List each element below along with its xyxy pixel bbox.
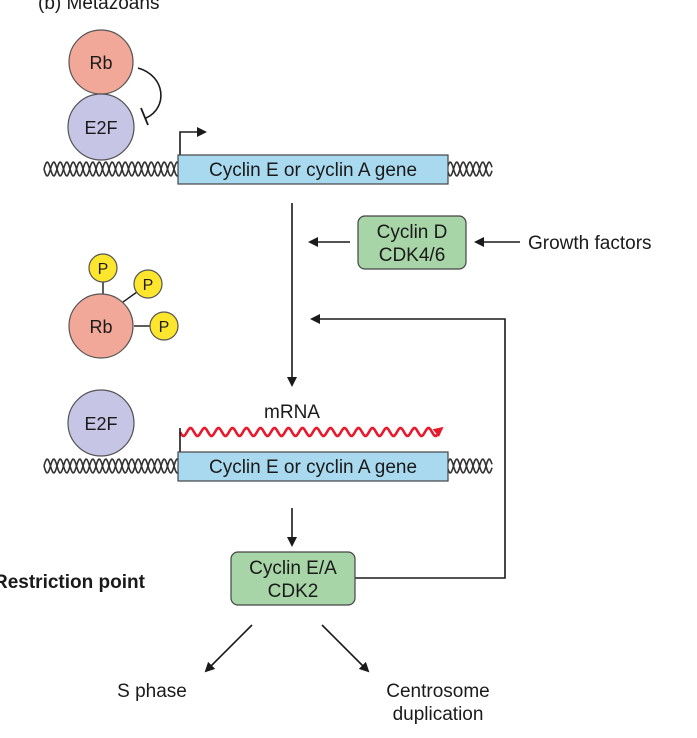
s-phase-arrow xyxy=(204,624,253,673)
cyclin-d-cdk46-box: Cyclin D CDK4/6 xyxy=(357,215,467,270)
e2f-protein-bottom: E2F xyxy=(67,389,135,457)
s-phase-label: S phase xyxy=(117,681,187,702)
svg-text:P: P xyxy=(159,319,170,336)
centrosome-label: Centrosome xyxy=(386,681,490,702)
transcription-start-arrow xyxy=(179,127,207,155)
svg-text:Cyclin D: Cyclin D xyxy=(377,222,448,243)
svg-text:CDK2: CDK2 xyxy=(268,581,319,602)
svg-text:P: P xyxy=(143,277,154,294)
svg-text:E2F: E2F xyxy=(84,414,117,434)
inhibition-symbol xyxy=(137,67,162,126)
duplication-label: duplication xyxy=(393,704,484,725)
restriction-point-label: Restriction point xyxy=(0,572,146,593)
svg-text:P: P xyxy=(98,261,109,278)
cyclin-ea-cdk2-box: Cyclin E/A CDK2 xyxy=(230,551,356,606)
svg-text:Rb: Rb xyxy=(89,317,112,337)
e2f-protein-top: E2F xyxy=(67,93,135,161)
gene-box-top: Cyclin E or cyclin A gene xyxy=(177,154,449,185)
panel-label: (b) Metazoans xyxy=(38,0,159,14)
mrna-transcript xyxy=(178,426,444,438)
svg-text:CDK4/6: CDK4/6 xyxy=(379,245,446,266)
svg-text:Cyclin E/A: Cyclin E/A xyxy=(249,558,337,579)
growth-factors-label: Growth factors xyxy=(528,233,652,254)
mrna-label: mRNA xyxy=(264,402,320,423)
svg-text:Cyclin E or cyclin A gene: Cyclin E or cyclin A gene xyxy=(209,160,417,181)
svg-text:E2F: E2F xyxy=(84,118,117,138)
centrosome-arrow xyxy=(321,624,370,673)
phosphorylated-rb: Rb xyxy=(68,282,150,359)
gene-box-bottom: Cyclin E or cyclin A gene xyxy=(177,451,449,482)
phosphate-group-2: P xyxy=(133,269,163,299)
svg-text:Cyclin E or cyclin A gene: Cyclin E or cyclin A gene xyxy=(209,457,417,478)
feedback-loop-arrow xyxy=(310,314,506,579)
phosphate-group-1: P xyxy=(88,253,118,283)
svg-text:Rb: Rb xyxy=(89,53,112,73)
rb-protein-top: Rb xyxy=(68,29,134,95)
phosphate-group-3: P xyxy=(149,311,179,341)
